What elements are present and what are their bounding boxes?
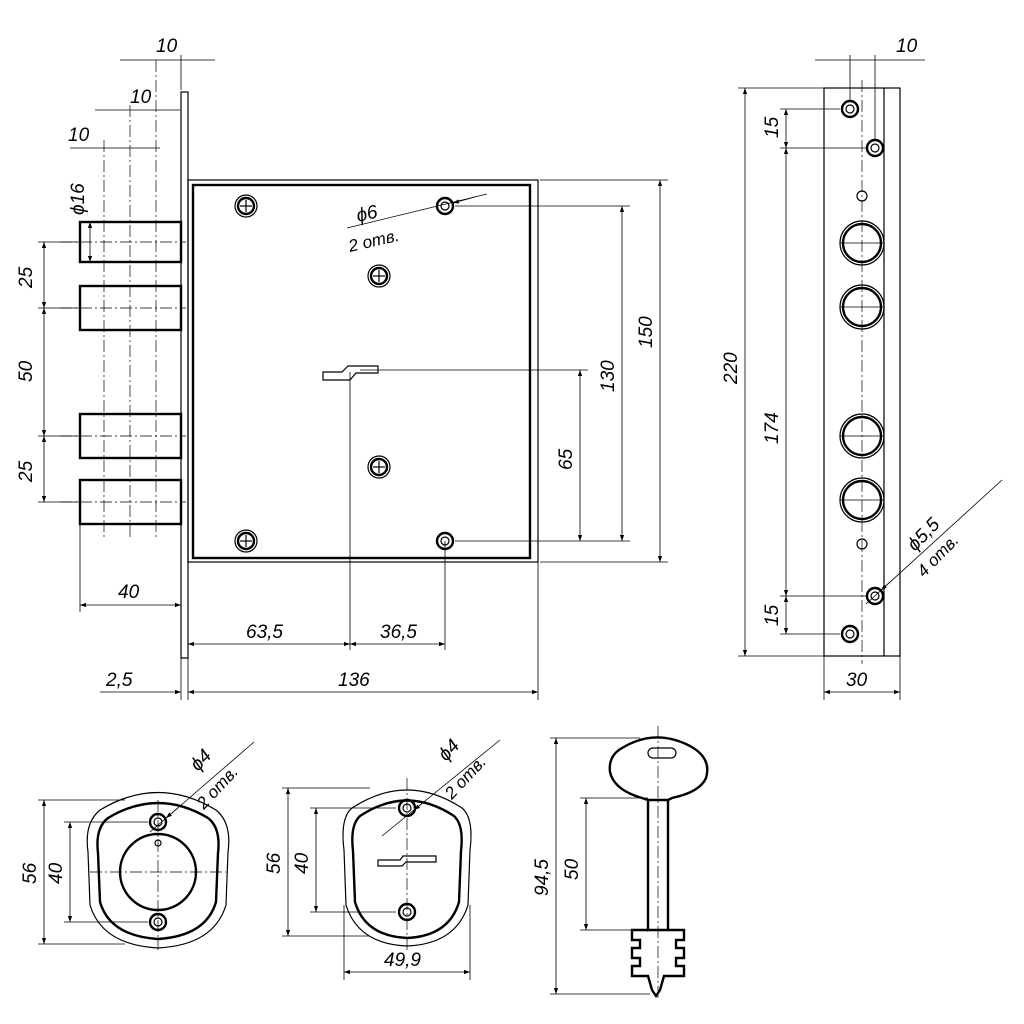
dim-screw-hole: ϕ6 bbox=[354, 202, 380, 227]
dim-pitch-middle: 50 bbox=[16, 360, 37, 382]
strike-plate-view bbox=[823, 80, 901, 664]
dim-faceplate-thickness: 2,5 bbox=[105, 670, 133, 691]
strike-hole-1 bbox=[840, 99, 860, 119]
dim-pitch-lower: 25 bbox=[16, 460, 37, 483]
dim-strike-length: 220 bbox=[721, 352, 742, 385]
dim-screw-hole-count: 2 отв. bbox=[346, 226, 401, 256]
dim-strike-bottom-pitch: 15 bbox=[762, 604, 783, 626]
strike-small-hole-bottom bbox=[856, 538, 868, 550]
dim-strike-width: 30 bbox=[846, 670, 868, 691]
dim-top-offset-1: 10 bbox=[156, 36, 178, 57]
faceplate bbox=[180, 91, 189, 659]
key-dimensions: 94,5 50 bbox=[532, 737, 650, 995]
dim-escutcheon2-hole: ϕ4 bbox=[434, 736, 464, 766]
key-bow bbox=[608, 736, 709, 802]
strike-plate-dimensions: 10 220 15 174 15 30 ϕ5,5 4 отв. bbox=[721, 36, 1003, 700]
dim-key-height: 65 bbox=[556, 448, 577, 470]
dim-bolt-diameter: ϕ16 bbox=[68, 183, 89, 215]
dim-bolt-throw: 40 bbox=[118, 582, 140, 603]
dim-escutcheon2-width: 49,9 bbox=[384, 950, 421, 971]
main-view-dimensions: 10 10 10 ϕ16 25 50 25 40 63,5 36,5 136 bbox=[16, 36, 663, 700]
case-hole-top bbox=[435, 196, 455, 216]
escutcheon-cylinder-view bbox=[86, 791, 230, 950]
dim-top-offset-3: 10 bbox=[68, 125, 90, 146]
keyhole-slot bbox=[322, 365, 379, 381]
strike-hole-2 bbox=[865, 138, 885, 158]
escutcheon-key-dimensions: 56 40 49,9 ϕ4 2 отв. bbox=[264, 736, 501, 980]
dim-escutcheon2-outer: 56 bbox=[264, 852, 285, 874]
dim-top-offset-2: 10 bbox=[130, 87, 152, 108]
dim-escutcheon2-inner: 40 bbox=[292, 852, 313, 874]
dim-escutcheon1-outer: 56 bbox=[20, 862, 41, 884]
strike-small-hole-top bbox=[856, 190, 868, 202]
escutcheon-keyhole bbox=[377, 855, 437, 867]
lock-case-inner bbox=[191, 183, 532, 560]
dim-strike-top-pitch: 15 bbox=[762, 116, 783, 138]
key-view bbox=[608, 726, 709, 1000]
escutcheon-key-outer bbox=[342, 789, 472, 947]
dim-key-length: 94,5 bbox=[532, 859, 553, 896]
dim-case-height: 150 bbox=[636, 316, 657, 348]
case-screw-middle bbox=[366, 263, 392, 289]
escutcheon-cylinder-outer bbox=[86, 791, 230, 949]
case-screw-top-left bbox=[233, 193, 259, 219]
dim-backset: 63,5 bbox=[246, 622, 283, 643]
dim-pitch-upper: 25 bbox=[16, 266, 37, 289]
key-bit bbox=[630, 928, 686, 999]
dim-strike-top-offset: 10 bbox=[896, 36, 918, 57]
case-screw-center bbox=[366, 454, 392, 480]
lock-body-view bbox=[60, 60, 668, 659]
dim-key-to-screw: 36,5 bbox=[380, 622, 417, 643]
case-screw-bottom-left bbox=[233, 528, 259, 554]
dim-escutcheon1-hole: ϕ4 bbox=[186, 746, 216, 776]
dim-escutcheon1-inner: 40 bbox=[46, 862, 67, 884]
dim-key-blade: 50 bbox=[562, 858, 583, 880]
escutcheon-key-view bbox=[342, 778, 472, 950]
strike-hole-4 bbox=[840, 624, 860, 644]
dim-strike-hole-spacing: 174 bbox=[762, 412, 783, 444]
dim-case-depth: 136 bbox=[338, 670, 370, 691]
lock-case bbox=[187, 179, 539, 563]
key-bow-slot bbox=[647, 747, 677, 759]
dim-screw-spacing: 130 bbox=[598, 360, 619, 392]
